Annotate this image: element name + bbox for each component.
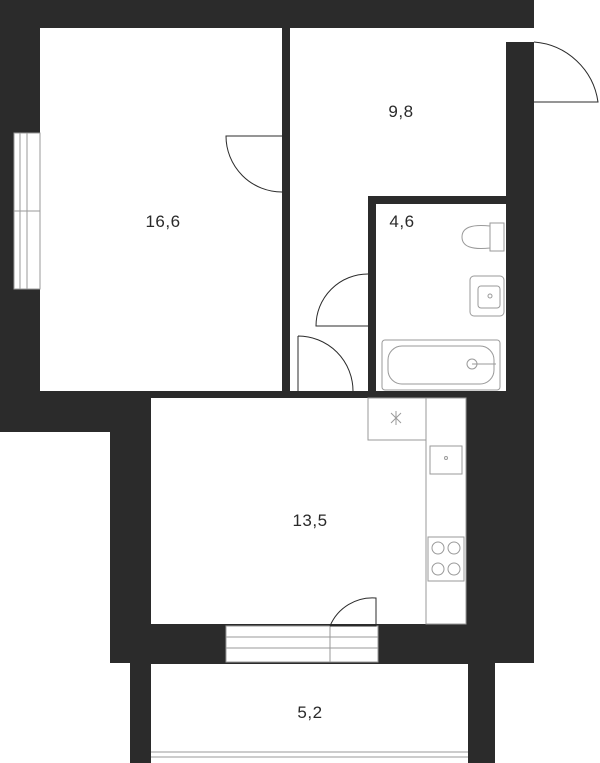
hallway-area-label: 9,8	[388, 102, 414, 121]
door-swing-icon	[225, 41, 599, 627]
kitchen-counter	[367, 397, 467, 625]
vent-icon	[390, 411, 402, 425]
hallway-floor	[290, 28, 506, 196]
bathtub-icon	[381, 339, 501, 391]
bathroom-area-label: 4,6	[389, 212, 415, 231]
watermark-logo: Домклик	[26, 727, 91, 744]
window-icon	[13, 132, 41, 290]
balcony-floor	[151, 664, 468, 763]
window-icon	[151, 751, 468, 758]
stove-icon	[427, 536, 465, 582]
balcony-area-label: 5,2	[297, 703, 323, 722]
sink-icon	[429, 445, 463, 475]
window-icon	[225, 625, 379, 663]
sink-icon	[469, 275, 505, 317]
living-room-floor	[40, 28, 282, 391]
kitchen-area-label: 13,5	[292, 511, 328, 530]
living-room-area-label: 16,6	[145, 212, 181, 231]
hallway-lower-floor	[290, 196, 368, 391]
toilet-icon	[461, 222, 505, 252]
